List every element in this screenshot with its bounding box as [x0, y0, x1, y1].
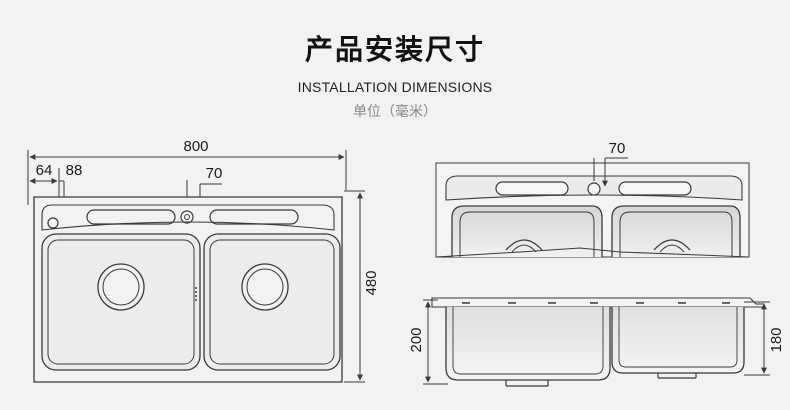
dim-hole-spacing: 70	[206, 165, 223, 182]
bowl-depth-right-dimension	[744, 301, 770, 376]
left-bowl-inner	[47, 239, 195, 365]
dim-perspective-hole-spacing: 70	[609, 140, 626, 157]
center-hole	[180, 210, 194, 224]
page-subtitle: INSTALLATION DIMENSIONS	[297, 79, 493, 95]
right-drain	[241, 263, 289, 311]
page-title: 产品安装尺寸	[304, 33, 485, 66]
side-view	[423, 297, 770, 387]
dim-overall-width: 800	[183, 138, 208, 155]
depth-dimension	[344, 190, 365, 383]
width-dimension	[27, 150, 347, 205]
right-bowl-inner	[209, 239, 335, 365]
dim-edge-offset: 64	[36, 162, 53, 179]
perspective-view	[435, 157, 750, 258]
unit-label: 单位（毫米）	[353, 104, 437, 120]
left-drain	[97, 263, 145, 311]
dim-bowl-depth-right: 180	[768, 327, 785, 352]
dim-faucet-offset: 88	[66, 162, 83, 179]
faucet-hole	[47, 217, 59, 229]
side-left-basin	[445, 307, 611, 381]
overflow-slot-right	[209, 209, 299, 225]
overflow-slot-left	[86, 209, 176, 225]
dim-bowl-depth-left: 200	[408, 327, 425, 352]
side-right-basin	[611, 307, 745, 374]
bowl-depth-left-dimension	[423, 299, 448, 385]
overflow-holes	[195, 287, 197, 301]
top-view	[27, 150, 365, 383]
dim-overall-depth: 480	[363, 270, 380, 295]
